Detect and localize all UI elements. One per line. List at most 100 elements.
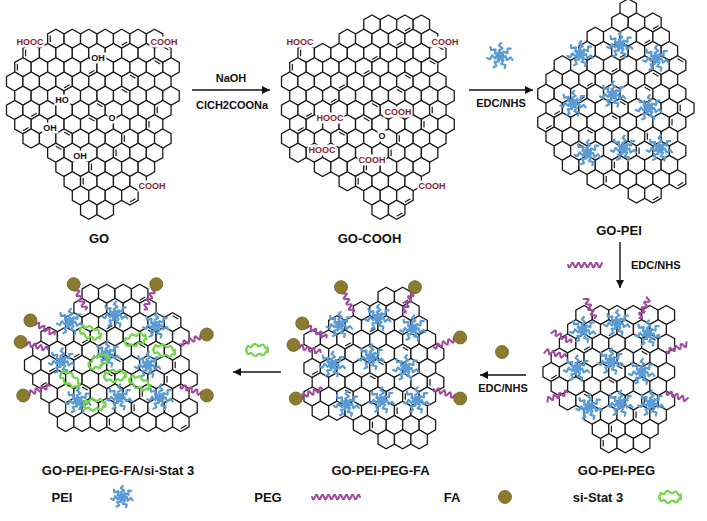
- double-bond: [645, 40, 651, 43]
- double-bond: [122, 42, 128, 45]
- pei-arm: [612, 95, 618, 107]
- structure-label: GO-PEI-PEG-FA/si-Stat 3: [40, 463, 196, 478]
- pei-arm: [570, 329, 583, 334]
- pei-arm: [147, 365, 153, 377]
- pei-arm: [580, 54, 586, 66]
- peg-chain: [144, 289, 155, 310]
- carbon-ring: [140, 413, 156, 432]
- graphene-sheet: [538, 0, 694, 203]
- pei-arm: [370, 344, 374, 357]
- carbon-ring: [290, 143, 306, 162]
- pei-arm: [572, 104, 578, 116]
- pei-arm: [577, 361, 588, 368]
- pei-star: [607, 391, 632, 416]
- double-bond: [390, 150, 391, 156]
- double-bond: [312, 371, 318, 374]
- pei-arm: [370, 357, 376, 369]
- double-bond: [611, 426, 612, 432]
- pei-star: [393, 355, 418, 380]
- peg-chain: [551, 330, 571, 342]
- pei-arm: [581, 317, 585, 330]
- double-bond: [405, 393, 406, 399]
- group-label: OH: [72, 151, 88, 162]
- pei-arm: [114, 315, 120, 327]
- pei-arm: [650, 391, 654, 404]
- peg-chain: [667, 342, 687, 353]
- double-bond: [546, 125, 552, 128]
- pei-star: [487, 43, 512, 68]
- pei-arm: [579, 41, 583, 54]
- reagent-label: NaOH: [214, 72, 249, 85]
- group-label: HO: [54, 95, 70, 106]
- double-bond: [300, 50, 301, 56]
- pei-arm: [135, 364, 148, 369]
- double-bond: [23, 127, 29, 130]
- carbon-ring: [74, 413, 90, 432]
- pei-arm: [77, 401, 83, 413]
- pei-arm: [400, 327, 413, 332]
- pei-arm: [586, 140, 590, 153]
- sirna-duplex: [127, 373, 152, 394]
- legend-text: FA: [444, 490, 461, 505]
- reagent-label: EDC/NHS: [476, 382, 530, 395]
- double-bond: [653, 73, 659, 76]
- pei-arm: [155, 312, 159, 325]
- pei-arm: [617, 316, 628, 323]
- pei-arm: [600, 93, 613, 98]
- pei-arm: [345, 391, 349, 404]
- pei-arm: [651, 396, 662, 403]
- carbon-ring: [173, 413, 189, 432]
- double-bond: [635, 412, 636, 418]
- double-bond: [97, 104, 103, 107]
- sirna-duplex: [659, 491, 681, 503]
- double-bond: [612, 116, 618, 119]
- pei-star: [636, 95, 661, 120]
- pei-arm: [598, 360, 611, 365]
- pei-star: [638, 391, 663, 416]
- pei-arm: [406, 361, 417, 368]
- pei-star: [365, 305, 390, 330]
- pei-arm: [576, 406, 589, 411]
- pei-star: [643, 46, 668, 71]
- double-bond: [405, 28, 411, 31]
- peg-chain: [26, 342, 48, 350]
- group-label: O: [107, 113, 116, 124]
- pei-arm: [320, 363, 333, 368]
- sirna-strand: [127, 373, 152, 393]
- double-bond: [642, 351, 648, 354]
- graphene-sheet: [304, 287, 444, 449]
- pei-arm: [102, 313, 115, 318]
- folic-acid-dot: [67, 278, 80, 291]
- sirna-strand: [57, 368, 82, 391]
- pei-arm: [604, 322, 617, 327]
- pei-arm: [365, 316, 378, 321]
- pei-arm: [647, 95, 651, 108]
- double-bond: [671, 119, 672, 125]
- pei-star: [320, 351, 345, 376]
- sirna-duplex: [84, 398, 106, 410]
- pei-arm: [115, 307, 126, 314]
- pei-arm: [564, 367, 577, 372]
- pei-arm: [588, 394, 592, 407]
- group-label: COOH: [431, 37, 460, 48]
- double-bond: [614, 162, 615, 168]
- double-bond: [403, 347, 409, 350]
- pei-arm: [155, 325, 161, 337]
- double-bond: [89, 70, 95, 73]
- sirna-strand: [104, 369, 127, 383]
- pei-arm: [611, 82, 615, 95]
- carbon-ring: [89, 44, 105, 63]
- pei-arm: [607, 402, 620, 407]
- pei-arm: [413, 321, 424, 328]
- double-bond: [430, 61, 436, 64]
- pei-arm: [623, 149, 629, 161]
- pei-star: [560, 91, 585, 116]
- pei-star: [598, 349, 623, 374]
- pei-star: [568, 41, 593, 66]
- carbon-ring: [411, 430, 427, 449]
- double-bond: [31, 113, 37, 116]
- pei-arm: [650, 404, 656, 416]
- pei-arm: [582, 330, 588, 342]
- pei-arm: [338, 312, 342, 325]
- carbon-ring: [604, 170, 620, 189]
